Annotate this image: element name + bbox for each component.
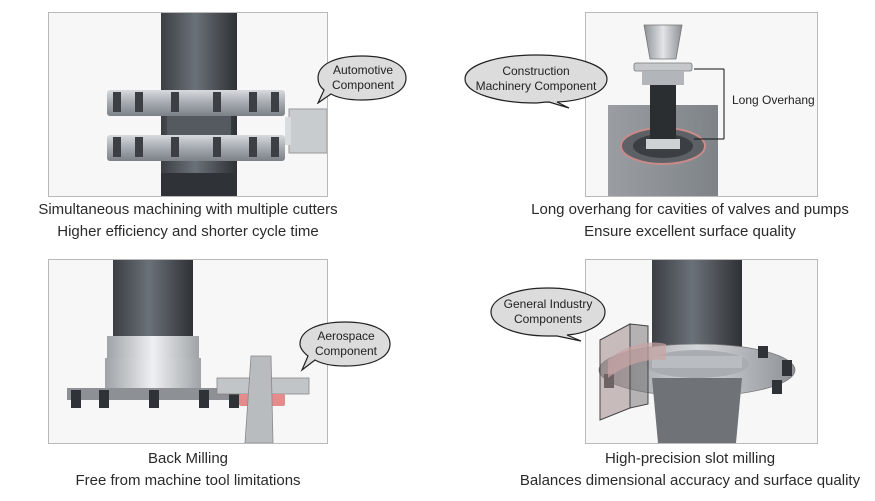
bubble-construction-line1: Construction	[502, 64, 570, 78]
caption-general-industry-line2: Balances dimensional accuracy and surfac…	[519, 472, 861, 489]
bubble-general-industry-line1: General Industry	[503, 297, 593, 311]
bubble-aerospace: Aerospace Component	[299, 321, 391, 372]
image-construction-long-overhang	[585, 12, 818, 197]
caption-aerospace-line1: Back Milling	[147, 450, 229, 467]
caption-construction-line1: Long overhang for cavities of valves and…	[531, 201, 849, 218]
caption-automotive: Simultaneous machining with multiple cut…	[0, 199, 376, 243]
caption-construction-line2: Ensure excellent surface quality	[584, 223, 796, 240]
image-general-industry-slot-milling	[585, 259, 818, 444]
bubble-construction-line2: Machinery Component	[475, 79, 597, 93]
bubble-automotive-line2: Component	[331, 78, 395, 92]
bubble-construction: Construction Machinery Component	[464, 54, 608, 109]
caption-aerospace: Back Milling Free from machine tool limi…	[0, 448, 376, 492]
caption-automotive-line2: Higher efficiency and shorter cycle time	[57, 223, 319, 240]
bubble-aerospace-line1: Aerospace	[317, 329, 375, 343]
bubble-automotive: Automotive Component	[316, 55, 407, 104]
caption-construction: Long overhang for cavities of valves and…	[490, 199, 875, 243]
caption-general-industry-line1: High-precision slot milling	[604, 450, 776, 467]
image-aerospace-back-milling	[48, 259, 328, 444]
bubble-general-industry: General Industry Components	[490, 287, 606, 342]
caption-aerospace-line2: Free from machine tool limitations	[75, 472, 301, 489]
caption-automotive-line1: Simultaneous machining with multiple cut…	[38, 201, 338, 218]
callout-long-overhang: Long Overhang	[732, 93, 815, 107]
caption-general-industry: High-precision slot milling Balances dim…	[490, 448, 875, 492]
bubble-general-industry-line2: Components	[513, 312, 583, 326]
bubble-automotive-line1: Automotive	[332, 63, 394, 77]
image-automotive-multi-cutter	[48, 12, 328, 197]
bubble-aerospace-line2: Component	[314, 344, 378, 358]
